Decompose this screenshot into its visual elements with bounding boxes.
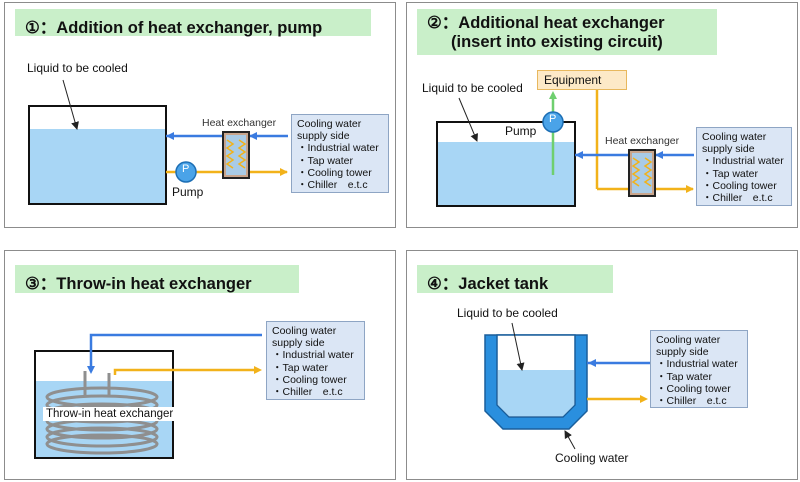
cooling-pointer [564,430,576,450]
heat-exchanger-coil [225,139,247,169]
heat-exchanger-label: Heat exchanger [605,135,680,147]
panel-1-diagram [28,79,288,205]
supply-heading-2: supply side [297,130,350,143]
supply-item: ・Chiller e.t.c [297,179,368,192]
liquid-pointer [511,322,525,371]
supply-item: ・Cooling tower [297,166,372,179]
warm-return-arrow [640,395,648,403]
supply-item: ・Chiller e.t.c [272,386,343,399]
supply-item: ・Industrial water [702,155,784,168]
supply-heading-2: supply side [272,337,325,350]
pump-label: Pump [505,124,537,138]
pump-label: Pump [172,185,204,199]
supply-item: ・Tap water [272,361,329,374]
tank [28,105,167,205]
cool-supply-arrow [588,359,596,367]
supply-item: ・Industrial water [297,142,379,155]
tank [34,350,174,459]
supply-item: ・Cooling tower [272,373,347,386]
liquid-pointer [62,79,79,130]
panel-2-title: ②：Additional heat exchanger (insert into… [417,9,717,55]
supply-item: ・Tap water [297,154,354,167]
supply-heading-2: supply side [656,346,709,359]
pump-symbol: P [549,113,557,125]
supply-side-box: Cooling water supply side ・Industrial wa… [696,127,792,206]
panel-2: ②：Additional heat exchanger (insert into… [406,2,798,228]
pump-symbol: P [182,163,190,175]
liquid-label: Liquid to be cooled [457,306,558,320]
supply-item: ・Tap water [656,370,713,383]
pump [175,161,197,183]
cool-supply-arrow [87,366,95,374]
warm-return-arrow [254,366,262,374]
warm-return-arrow [280,168,288,176]
liquid-pointer [458,97,478,142]
supply-item: ・Industrial water [656,358,738,371]
supply-side-box: Cooling water supply side ・Industrial wa… [266,321,365,400]
supply-heading-2: supply side [702,143,755,156]
warm-return-arrow [686,185,694,193]
supply-item: ・Chiller e.t.c [702,192,773,205]
inner-liquid [498,370,574,416]
supply-side-box: Cooling water supply side ・Industrial wa… [650,330,748,408]
heat-exchanger-label: Heat exchanger [202,117,277,129]
panel-4: ④：Jacket tank Liquid to be cooled Coolin… [406,250,798,480]
panel-2-title-line-2: (insert into existing circuit) [451,33,663,51]
supply-item: ・Chiller e.t.c [656,395,727,408]
panel-4-title: ④：Jacket tank [417,265,613,293]
panel-3-title: ③：Throw-in heat exchanger [15,265,299,293]
supply-item: ・Cooling tower [702,179,777,192]
supply-side-box: Cooling water supply side ・Industrial wa… [291,114,389,193]
panel-3: ③：Throw-in heat exchanger Throw-in heat … [4,250,396,480]
panel-1: ①：Addition of heat exchanger, pump Liqui… [4,2,396,228]
throw-in-label: Throw-in heat exchanger [43,407,177,421]
warm-return-pipe [113,368,255,375]
supply-heading: Cooling water [272,325,337,337]
tank-water [29,129,166,204]
cool-return-arrow [166,132,174,140]
supply-item: ・Industrial water [272,349,354,362]
cool-supply-arrow [655,151,663,159]
cool-supply-pipe [89,333,262,367]
tank [436,121,576,207]
supply-heading: Cooling water [656,334,721,346]
cooling-water-label: Cooling water [555,451,629,465]
heat-exchanger-coil [631,157,653,187]
pump [542,111,564,133]
panel-1-title: ①：Addition of heat exchanger, pump [15,9,371,37]
liquid-label: Liquid to be cooled [422,81,523,95]
supply-heading: Cooling water [297,118,362,130]
cool-supply-arrow [249,132,257,140]
tank-water [437,142,575,206]
supply-item: ・Tap water [702,167,759,180]
liquid-label: Liquid to be cooled [27,61,128,75]
equipment-box: Equipment [537,70,627,90]
panel-2-diagram [436,83,694,207]
cool-return-arrow [575,151,583,159]
supply-heading: Cooling water [702,131,767,143]
return-pipe-arrow [549,91,557,99]
panel-2-title-line-1: ②：Additional heat exchanger [427,14,665,32]
panel-4-diagram [484,322,650,450]
supply-item: ・Cooling tower [656,382,731,395]
